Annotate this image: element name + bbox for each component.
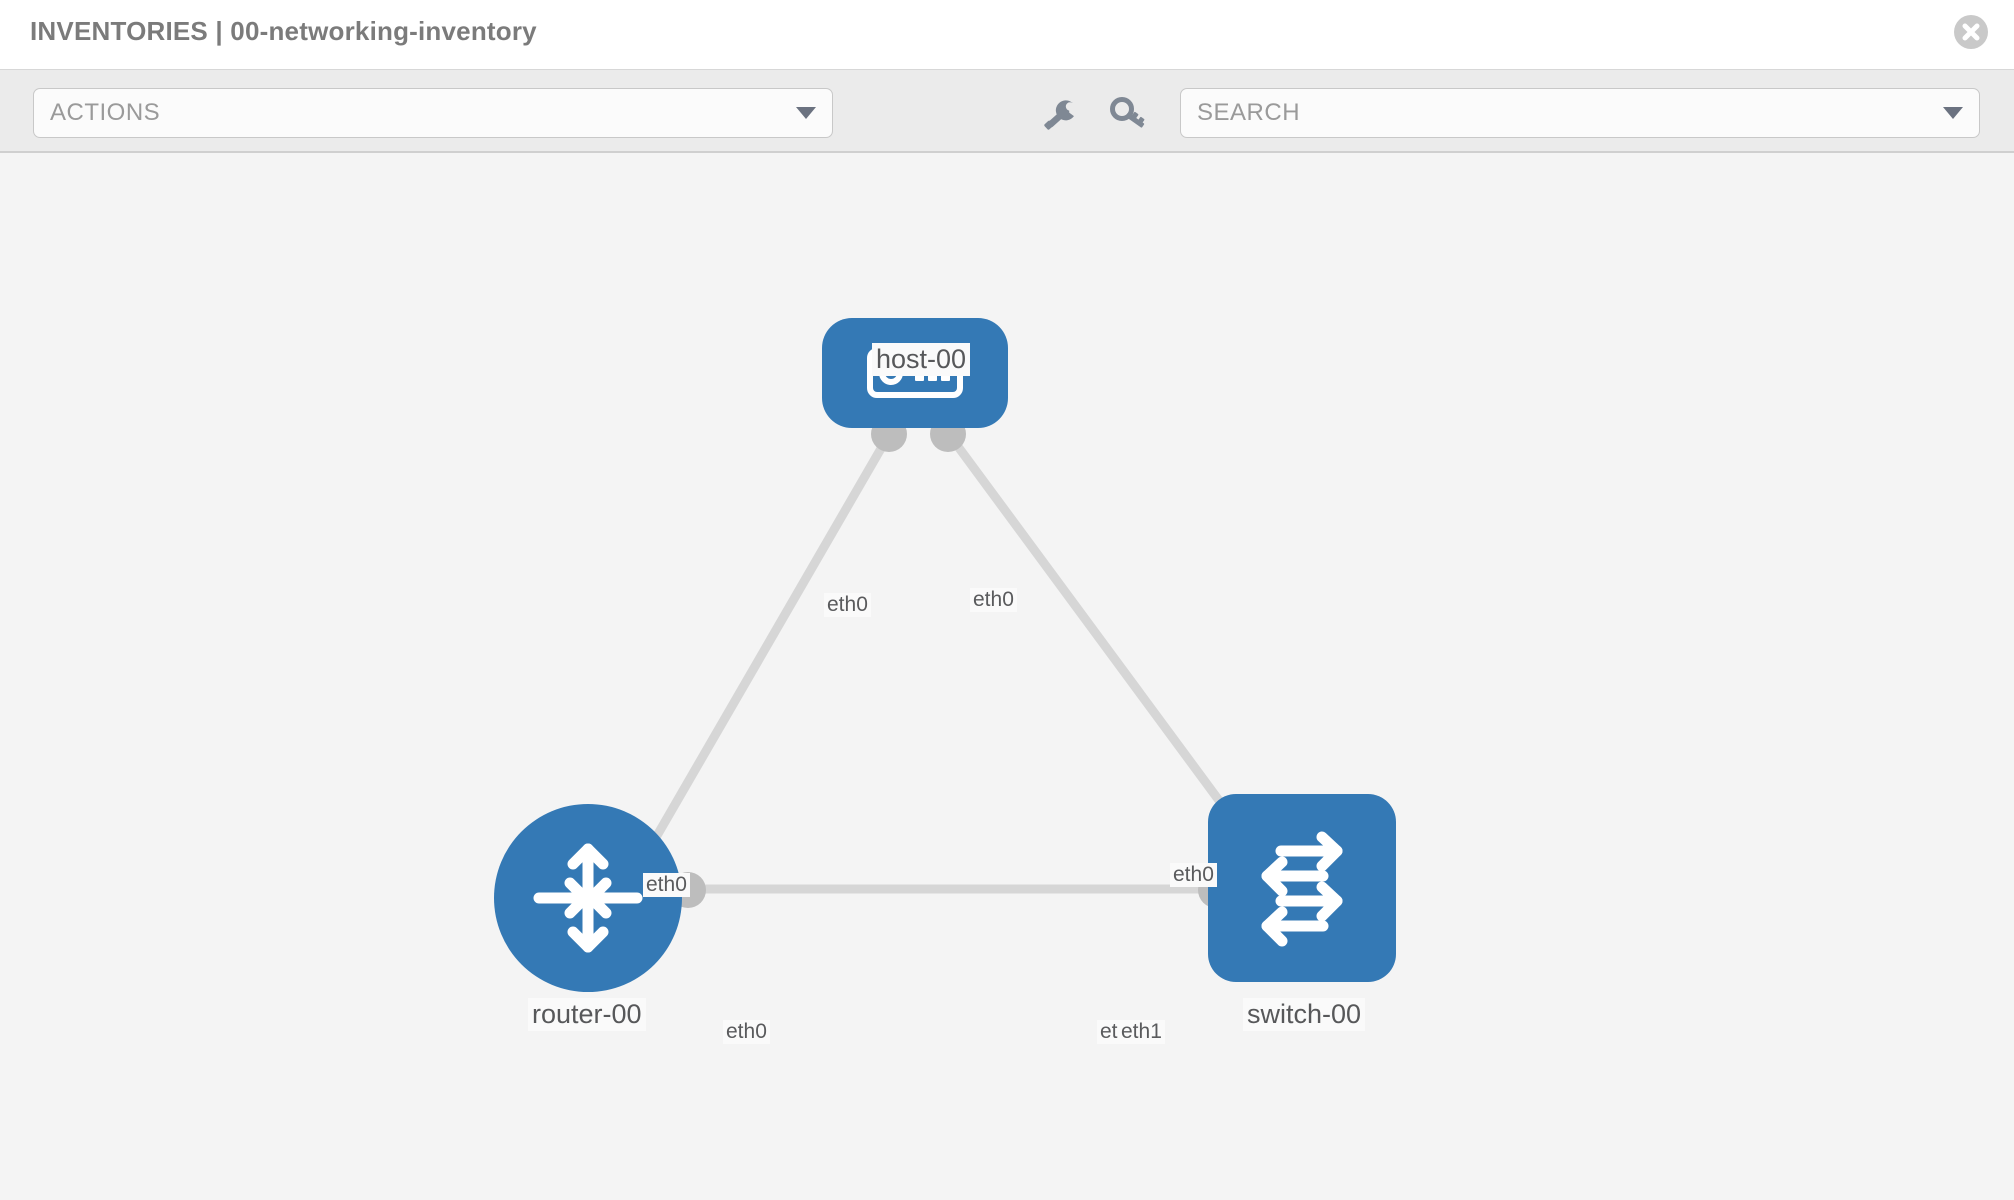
close-icon[interactable] (1954, 15, 1988, 49)
topology-node-router-00[interactable] (494, 804, 682, 992)
chevron-down-icon (796, 107, 816, 119)
interface-label: eth0 (1170, 863, 1217, 887)
page-title: INVENTORIES | 00-networking-inventory (30, 16, 537, 46)
link-host-switch (944, 430, 1247, 836)
topology-canvas[interactable]: host-00 router-00 switch-00 eth0 eth0 et… (0, 153, 2014, 1200)
topology-links-layer (636, 416, 1267, 908)
key-icon[interactable] (1108, 96, 1150, 132)
wrench-icon[interactable] (1040, 96, 1082, 132)
actions-dropdown-value: ACTIONS (50, 99, 161, 126)
actions-dropdown[interactable]: ACTIONS (33, 88, 833, 138)
chevron-down-icon (1943, 107, 1963, 119)
search-input-value: SEARCH (1197, 99, 1301, 126)
search-input[interactable]: SEARCH (1180, 88, 1980, 138)
node-label-router-00: router-00 (528, 998, 646, 1031)
switch-arrows-icon (1261, 831, 1343, 947)
toolbar: ACTIONS SEARCH (0, 70, 2014, 153)
interface-label: eth1 (1118, 1020, 1165, 1044)
interface-label: eth0 (824, 593, 871, 617)
interface-label: eth0 (723, 1020, 770, 1044)
router-arrows-icon (533, 843, 643, 953)
node-label-switch-00: switch-00 (1243, 998, 1366, 1031)
interface-label: eth0 (643, 873, 690, 897)
topology-node-switch-00[interactable] (1208, 794, 1396, 982)
link-host-router (636, 430, 894, 868)
node-label-host-00: host-00 (872, 343, 971, 376)
page-header: INVENTORIES | 00-networking-inventory (0, 0, 2014, 70)
interface-label: eth0 (970, 588, 1017, 612)
